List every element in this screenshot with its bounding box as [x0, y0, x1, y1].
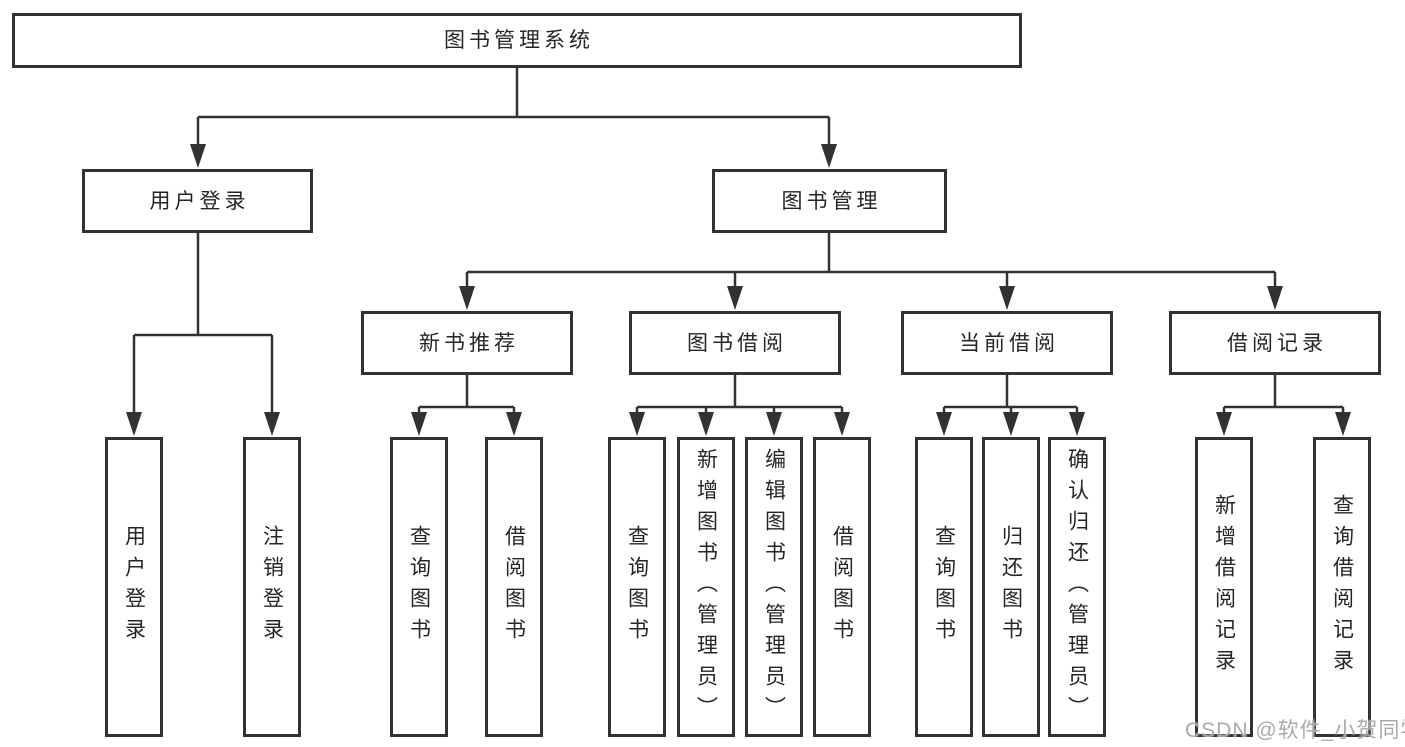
leaf-borrow-books-borrow: 借阅图书 [813, 437, 871, 737]
node-new-book-recommendation: 新书推荐 [361, 311, 573, 375]
leaf-query-books-recommend: 查询图书 [390, 437, 448, 737]
leaf-add-borrow-record: 新增借阅记录 [1195, 437, 1253, 737]
node-book-management-label: 图书管理 [781, 189, 882, 213]
watermark: CSDN @软件_小贺同学 [1185, 719, 1405, 742]
leaf-query-books-current-label: 查询图书 [932, 525, 956, 649]
leaf-add-book-admin: 新增图书（管理员） [677, 437, 735, 737]
leaf-query-books-borrow: 查询图书 [608, 437, 666, 737]
leaf-return-books-label: 归还图书 [999, 525, 1023, 649]
leaf-borrow-books-borrow-label: 借阅图书 [830, 525, 854, 649]
leaf-query-books-current: 查询图书 [915, 437, 973, 737]
node-user-login: 用户登录 [82, 169, 313, 233]
leaf-edit-book-admin: 编辑图书（管理员） [745, 437, 803, 737]
leaf-query-borrow-record-label: 查询借阅记录 [1330, 494, 1354, 680]
leaf-borrow-books-recommend-label: 借阅图书 [502, 525, 526, 649]
leaf-query-books-recommend-label: 查询图书 [407, 525, 431, 649]
leaf-query-books-borrow-label: 查询图书 [625, 525, 649, 649]
node-current-borrowing: 当前借阅 [901, 311, 1113, 375]
node-borrowing-records-label: 借阅记录 [1227, 331, 1327, 355]
leaf-add-borrow-record-label: 新增借阅记录 [1212, 494, 1236, 680]
node-root-label: 图书管理系统 [444, 29, 594, 52]
leaf-borrow-books-recommend: 借阅图书 [485, 437, 543, 737]
node-new-book-recommendation-label: 新书推荐 [419, 331, 519, 355]
leaf-add-book-admin-label: 新增图书（管理员） [694, 447, 718, 727]
leaf-query-borrow-record: 查询借阅记录 [1313, 437, 1371, 737]
node-current-borrowing-label: 当前借阅 [959, 331, 1059, 355]
leaf-user-login: 用户登录 [105, 437, 163, 737]
leaf-logout-login-label: 注销登录 [260, 525, 284, 649]
node-borrowing-records: 借阅记录 [1169, 311, 1381, 375]
leaf-user-login-label: 用户登录 [122, 525, 146, 649]
node-user-login-label: 用户登录 [149, 189, 250, 213]
node-book-management: 图书管理 [712, 169, 947, 233]
leaf-edit-book-admin-label: 编辑图书（管理员） [762, 447, 786, 727]
node-book-borrowing: 图书借阅 [629, 311, 841, 375]
leaf-confirm-return-admin: 确认归还（管理员） [1048, 437, 1106, 737]
node-book-borrowing-label: 图书借阅 [687, 331, 787, 355]
leaf-logout-login: 注销登录 [243, 437, 301, 737]
leaf-confirm-return-admin-label: 确认归还（管理员） [1065, 447, 1089, 727]
node-root: 图书管理系统 [12, 13, 1022, 68]
leaf-return-books: 归还图书 [982, 437, 1040, 737]
